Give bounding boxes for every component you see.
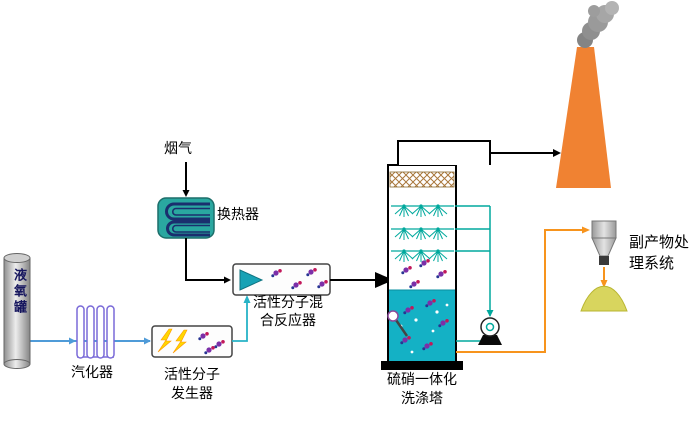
- generator-outlet-pipe: [232, 295, 251, 342]
- vaporizer: [76, 305, 115, 359]
- byproduct-label-line2: 理系统: [629, 254, 675, 272]
- byproduct-label: 副产物处 理系统: [629, 232, 699, 274]
- arrow-icon: [600, 280, 608, 288]
- funnel-tip-icon: [599, 256, 609, 265]
- circulation-pump: [478, 317, 502, 345]
- lightning-icon: [157, 328, 173, 353]
- reactor-label: 活性分子混 合反应器: [238, 294, 338, 330]
- reactor-label-line2: 合反应器: [260, 313, 316, 329]
- active-molecule-generator: [151, 325, 233, 358]
- tower-outlet-duct: [397, 140, 491, 165]
- tower-label: 硫硝一体化 洗涤塔: [377, 371, 467, 409]
- arrow-icon: [243, 295, 251, 303]
- flue-gas-inlet: [182, 162, 190, 197]
- spray-level: [391, 226, 454, 241]
- heat-exchanger-label: 换热器: [217, 207, 259, 223]
- arrow-icon: [182, 190, 190, 197]
- byproduct-label-line1: 副产物处: [629, 233, 690, 251]
- arrow-icon: [144, 337, 151, 345]
- generator-label-line2: 发生器: [171, 386, 213, 402]
- tower-label-line1: 硫硝一体化: [387, 372, 457, 388]
- probe-icon: [387, 310, 409, 337]
- arrow-icon: [224, 276, 231, 284]
- tower-base: [381, 361, 463, 370]
- generator-label: 活性分子 发生器: [147, 366, 237, 404]
- byproduct-pipe: [456, 226, 590, 353]
- arrow-icon: [553, 149, 561, 157]
- circulation-pipes: [455, 205, 494, 342]
- demister-pad: [389, 171, 455, 188]
- inlet-nozzle-icon: [375, 272, 389, 288]
- funnel-icon: [591, 220, 617, 239]
- tank-label: 液氧罐: [11, 268, 26, 316]
- mixing-reactor: [232, 263, 331, 296]
- scrubber-tower: [381, 140, 491, 370]
- smoke: [577, 1, 619, 48]
- clean-gas-duct: [490, 149, 561, 157]
- arrow-icon: [69, 337, 76, 345]
- nozzle-icon: [239, 269, 264, 291]
- byproduct-pile: [580, 285, 628, 312]
- tower-label-line2: 洗涤塔: [401, 391, 443, 407]
- lightning-icon: [172, 329, 188, 354]
- reactor-outlet-pipe: [330, 272, 389, 288]
- vaporizer-label: 汽化器: [71, 365, 113, 381]
- flue-gas-label: 烟气: [164, 141, 192, 157]
- generator-label-line1: 活性分子: [164, 367, 220, 383]
- spray-level: [391, 203, 454, 218]
- reactor-label-line1: 活性分子混: [253, 295, 323, 311]
- tower-liquid: [387, 289, 455, 361]
- spray-level: [391, 248, 454, 263]
- funnel-cone-icon: [591, 237, 617, 257]
- liquid-oxygen-tank: [3, 253, 31, 369]
- arrow-icon: [486, 310, 494, 317]
- chimney: [556, 47, 611, 188]
- byproduct-system: [580, 220, 628, 312]
- arrow-icon: [582, 226, 590, 234]
- heat-exchanger: [157, 197, 215, 239]
- flue-gas-pipe: [185, 238, 231, 284]
